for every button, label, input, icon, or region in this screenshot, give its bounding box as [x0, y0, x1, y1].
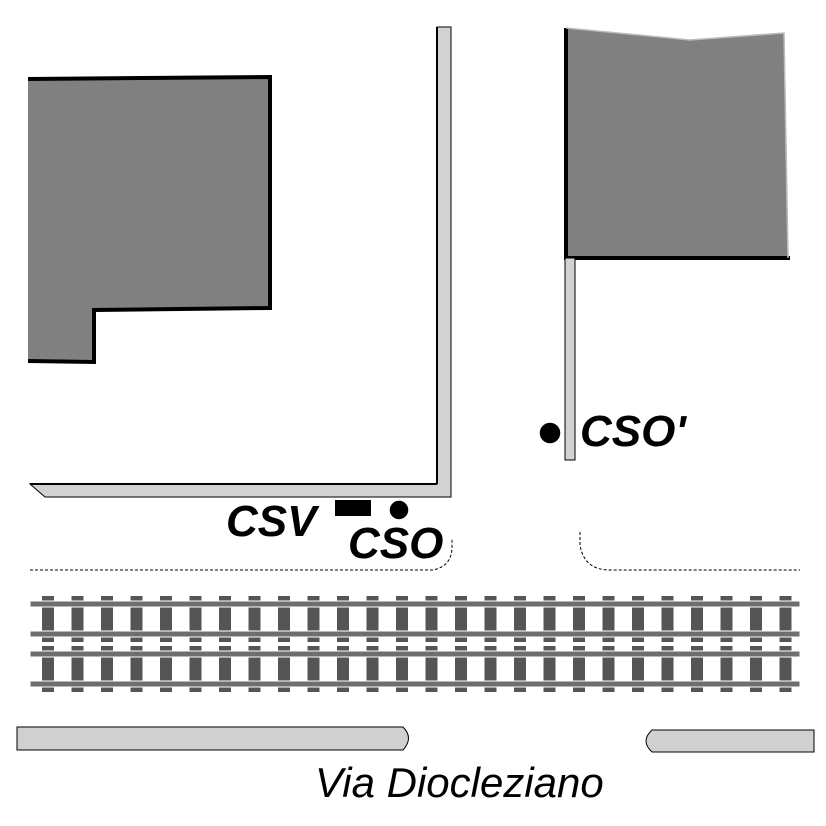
curb-left — [30, 538, 453, 571]
railway-tracks — [29, 596, 801, 692]
csv-label: CSV — [226, 497, 317, 546]
sidewalk-bottom-left — [16, 726, 409, 751]
building-right-roof-edge — [565, 27, 789, 259]
curb-right — [579, 532, 800, 571]
building-left-outline — [27, 74, 272, 365]
cso-prime-marker-icon — [538, 421, 562, 445]
cso-marker-icon — [388, 499, 410, 521]
csv-marker-icon — [335, 500, 371, 516]
cso-label: CSO — [348, 519, 444, 568]
street-name-label: Via Diocleziano — [315, 759, 604, 806]
track-rail — [29, 630, 801, 638]
track-rail — [29, 680, 801, 688]
building-right — [566, 28, 788, 258]
sidewalk-right-block — [564, 257, 576, 461]
building-left — [28, 77, 270, 362]
cso-prime-label: CSO' — [580, 407, 686, 456]
track-rail — [29, 600, 801, 608]
track-rail — [29, 650, 801, 658]
sidewalk-bottom-right — [645, 729, 815, 753]
